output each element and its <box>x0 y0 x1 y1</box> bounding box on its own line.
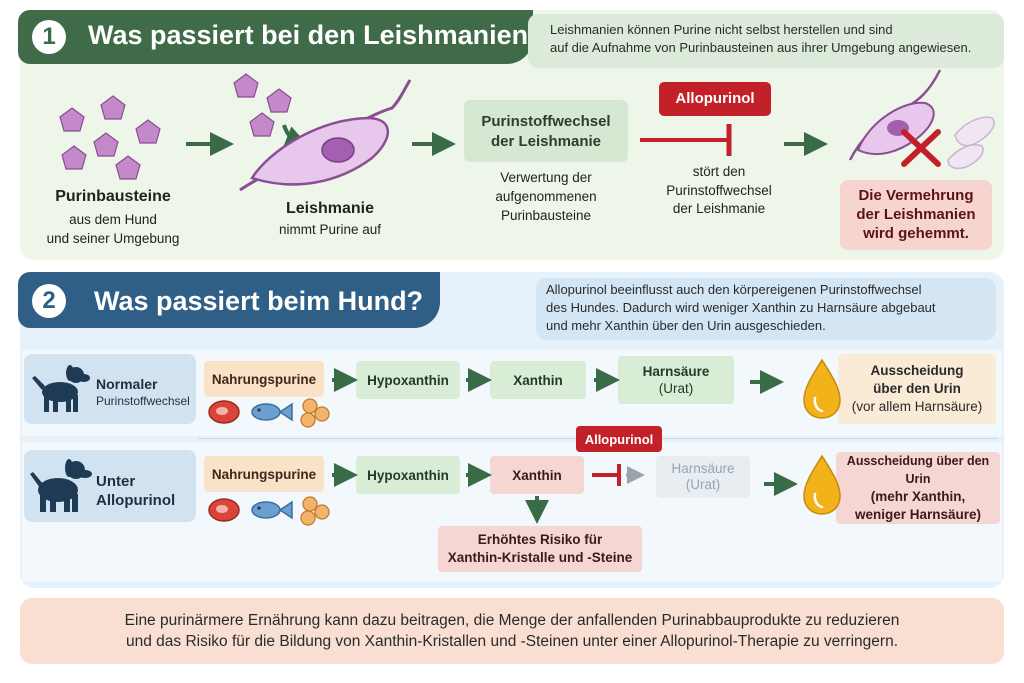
row2-hypoxanthin: Hypoxanthin <box>356 456 460 494</box>
row2-risk-box: Erhöhtes Risiko für Xanthin-Kristalle un… <box>438 526 642 572</box>
row1-xanthin: Xanthin <box>490 361 586 399</box>
footer-note: Eine purinärmere Ernährung kann dazu bei… <box>20 598 1004 664</box>
allopurinol-effect2: Purinstoffwechsel <box>666 182 772 198</box>
row2-uric-acid-label: Harnsäure <box>671 461 735 476</box>
meat-icon <box>208 498 240 522</box>
row1-label: Normaler <box>96 376 158 392</box>
section2-header <box>18 272 440 328</box>
purine-metabolism-sub1: Verwertung der <box>500 170 592 185</box>
result-line2: der Leishmanien <box>856 206 976 223</box>
footer-line1: Eine purinärmere Ernährung kann dazu bei… <box>124 612 900 629</box>
allopurinol-effect3: der Leishmanie <box>672 201 766 216</box>
purine-metabolism-sub: Verwertung der aufgenommenen Purinbauste… <box>476 168 616 225</box>
fish-icon <box>251 402 293 422</box>
allopurinol-badge: Allopurinol <box>659 82 771 116</box>
row2-urate-label: (Urat) <box>685 477 721 492</box>
section2-number: 2 <box>32 284 66 318</box>
row2-label: Unter Allopurinol <box>96 472 175 510</box>
section1-note-line1: Leishmanien können Purine nicht selbst h… <box>550 22 893 37</box>
purine-metabolism-box: Purinstoffwechsel der Leishmanie <box>464 100 628 162</box>
purine-molecules-icon <box>59 73 292 180</box>
section1-note-line2: auf die Aufnahme von Purinbausteinen aus… <box>550 40 972 55</box>
row2-excretion-line3: weniger Harnsäure) <box>854 507 982 522</box>
allopurinol-effect1: stört den <box>692 164 746 179</box>
row1-hypoxanthin: Hypoxanthin <box>356 361 460 399</box>
section1-number: 1 <box>32 20 66 54</box>
result-line1: Die Vermehrung <box>858 187 974 204</box>
row1-excretion-line2: über den Urin <box>873 381 961 396</box>
row2-risk-line1: Erhöhtes Risiko für <box>477 532 603 547</box>
result-line3: wird gehemmt. <box>863 225 969 242</box>
meat-icon <box>208 400 240 424</box>
purine-metabolism-sub3: Purinbausteine <box>500 208 592 223</box>
urine-drop-icon <box>803 358 841 419</box>
row2-excretion-line2: (mehr Xanthin, <box>870 489 966 504</box>
row1-excretion-line1: Ausscheidung <box>870 363 964 378</box>
section1-title: Was passiert bei den Leishmanien? <box>88 20 545 50</box>
row2-xanthin: Xanthin <box>490 456 584 494</box>
purine-bases-sub2: und seiner Umgebung <box>46 231 180 246</box>
dog-icon <box>32 365 90 412</box>
leishmania-sub: nimmt Purine auf <box>278 222 382 237</box>
dog-icon <box>30 459 92 512</box>
cells-icon <box>300 398 330 428</box>
section2-note-line3: und mehr Xanthin über den Urin ausgeschi… <box>546 318 826 333</box>
row1-food-purines: Nahrungspurine <box>204 361 324 397</box>
section2-note-line1: Allopurinol beeinflusst auch den körpere… <box>546 282 922 297</box>
fish-icon <box>251 500 293 520</box>
purine-metabolism-line2: der Leishmanie <box>490 133 602 150</box>
section1-note: Leishmanien können Purine nicht selbst h… <box>528 14 1004 68</box>
row2-uric-acid: Harnsäure (Urat) <box>656 456 750 498</box>
footer-line2: und das Risiko für die Bildung von Xanth… <box>126 633 898 650</box>
row1-sublabel: Purinstoffwechsel <box>96 394 190 408</box>
purine-metabolism-sub2: aufgenommenen <box>495 189 597 204</box>
section2-note-line2: des Hundes. Dadurch wird weniger Xanthin… <box>546 300 936 315</box>
row1-uric-acid-label: Harnsäure <box>642 364 710 379</box>
row2-allopurinol-badge: Allopurinol <box>576 426 662 452</box>
row2-label2: Allopurinol <box>96 492 176 509</box>
row2-label1: Unter <box>96 473 136 490</box>
allopurinol-effect: stört den Purinstoffwechsel der Leishman… <box>648 163 790 219</box>
section2-note: Allopurinol beeinflusst auch den körpere… <box>536 278 996 340</box>
inhibited-leishmania-icon <box>848 69 995 170</box>
row1-excretion: Ausscheidung über den Urin (vor allem Ha… <box>838 354 996 424</box>
purine-bases-label: Purinbausteine <box>55 188 171 205</box>
leishmania-icon <box>239 79 412 192</box>
section2-title: Was passiert beim Hund? <box>94 286 424 316</box>
cells-icon <box>300 496 330 526</box>
urine-drop-icon <box>803 454 841 515</box>
row2-excretion: Ausscheidung über den Urin (mehr Xanthin… <box>836 452 1000 524</box>
purine-bases-sub1: aus dem Hund <box>69 212 157 227</box>
row2-risk-line2: Xanthin-Kristalle und -Steine <box>447 550 633 565</box>
section1-header <box>18 10 533 64</box>
purine-bases-sub: aus dem Hund und seiner Umgebung <box>28 210 198 248</box>
row1-urate-label: (Urat) <box>658 381 694 396</box>
purine-metabolism-line1: Purinstoffwechsel <box>481 113 611 130</box>
row1-uric-acid: Harnsäure (Urat) <box>618 356 734 404</box>
row1-excretion-line3: (vor allem Harnsäure) <box>851 399 983 414</box>
result-box: Die Vermehrung der Leishmanien wird gehe… <box>840 180 992 250</box>
row2-food-purines: Nahrungspurine <box>204 456 324 492</box>
leishmania-label: Leishmanie <box>285 200 375 217</box>
row2-excretion-line1: Ausscheidung über den Urin <box>846 454 990 486</box>
